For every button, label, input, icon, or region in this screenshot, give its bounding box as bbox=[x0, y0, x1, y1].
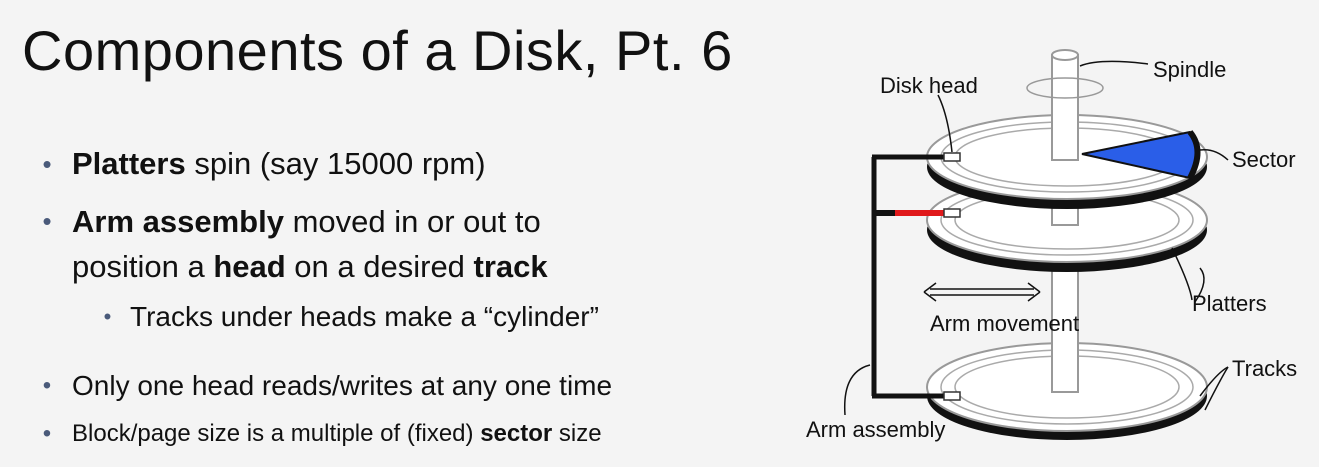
arm-assembly bbox=[871, 152, 961, 401]
label-platters: Platters bbox=[1192, 291, 1267, 316]
spindle-lower bbox=[1051, 261, 1079, 393]
bold-term: Arm assembly bbox=[72, 204, 284, 239]
bullet-dot: • bbox=[42, 372, 52, 399]
bullet-dot: • bbox=[42, 206, 52, 236]
disk-diagram: Spindle Disk head Sector Platters Arm mo… bbox=[806, 49, 1297, 442]
bold-term: sector bbox=[480, 420, 553, 447]
bullet-platters: • Platters spin (say 15000 rpm) bbox=[22, 143, 485, 185]
bold-term: track bbox=[473, 249, 548, 284]
bullet-dot: • bbox=[42, 149, 52, 179]
bold-term: Platters bbox=[72, 146, 186, 181]
label-arm-movement: Arm movement bbox=[930, 311, 1079, 336]
label-disk-head: Disk head bbox=[880, 73, 978, 98]
leader-lines bbox=[843, 60, 1229, 416]
lower-platter bbox=[926, 342, 1208, 440]
bullet-dot: • bbox=[42, 420, 52, 447]
bullet-list: • Platters spin (say 15000 rpm) • Arm as… bbox=[22, 143, 612, 452]
spindle-top bbox=[1026, 49, 1104, 161]
bullet-block-size: • Block/page size is a multiple of (fixe… bbox=[22, 416, 602, 452]
bold-term: head bbox=[213, 249, 286, 284]
label-tracks: Tracks bbox=[1232, 356, 1297, 381]
bullet-dot: • bbox=[103, 304, 112, 329]
slide-title: Components of a Disk, Pt. 6 bbox=[22, 19, 733, 82]
bullet-one-head: • Only one head reads/writes at any one … bbox=[22, 366, 612, 406]
arm-movement-arrow bbox=[923, 282, 1041, 302]
label-arm-assembly: Arm assembly bbox=[806, 417, 945, 442]
label-sector: Sector bbox=[1232, 147, 1296, 172]
label-spindle: Spindle bbox=[1153, 57, 1226, 82]
sector-arc bbox=[1187, 130, 1201, 180]
sub-bullet-cylinder: • Tracks under heads make a “cylinder” bbox=[85, 297, 599, 337]
